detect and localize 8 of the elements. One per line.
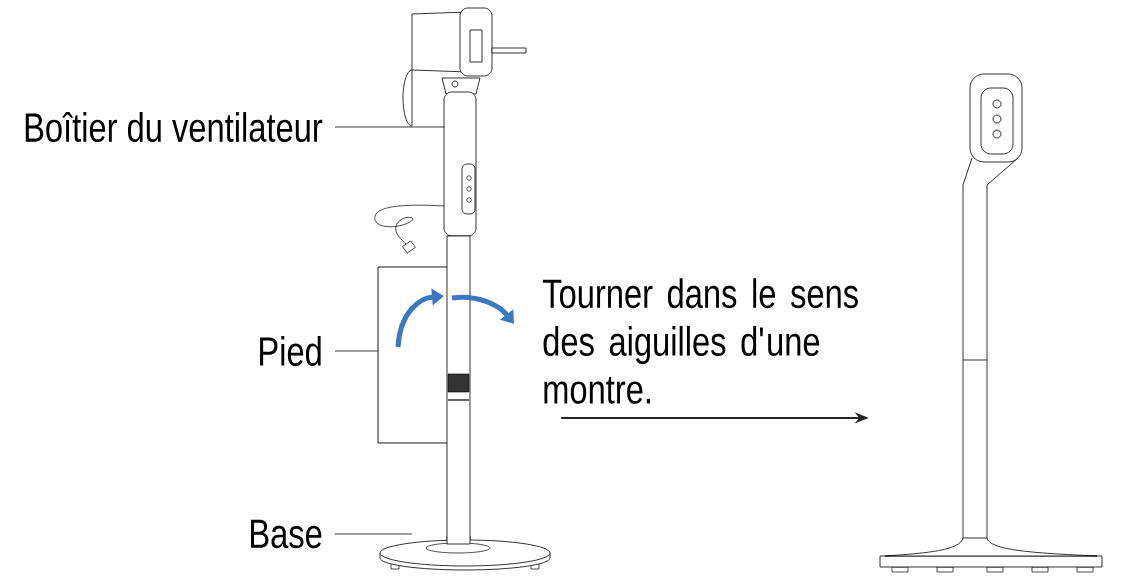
leader-line bbox=[334, 350, 379, 352]
leader-line bbox=[334, 533, 413, 535]
part-label: Pied bbox=[260, 336, 321, 366]
leader-line bbox=[334, 126, 446, 128]
part-label: Base bbox=[251, 519, 322, 549]
fan-drawing bbox=[879, 73, 1103, 573]
edge-label: Tourner dans le sens des aiguilles d'une montre. bbox=[542, 278, 858, 404]
part-label: Boîtier du ventilateur bbox=[25, 111, 323, 143]
